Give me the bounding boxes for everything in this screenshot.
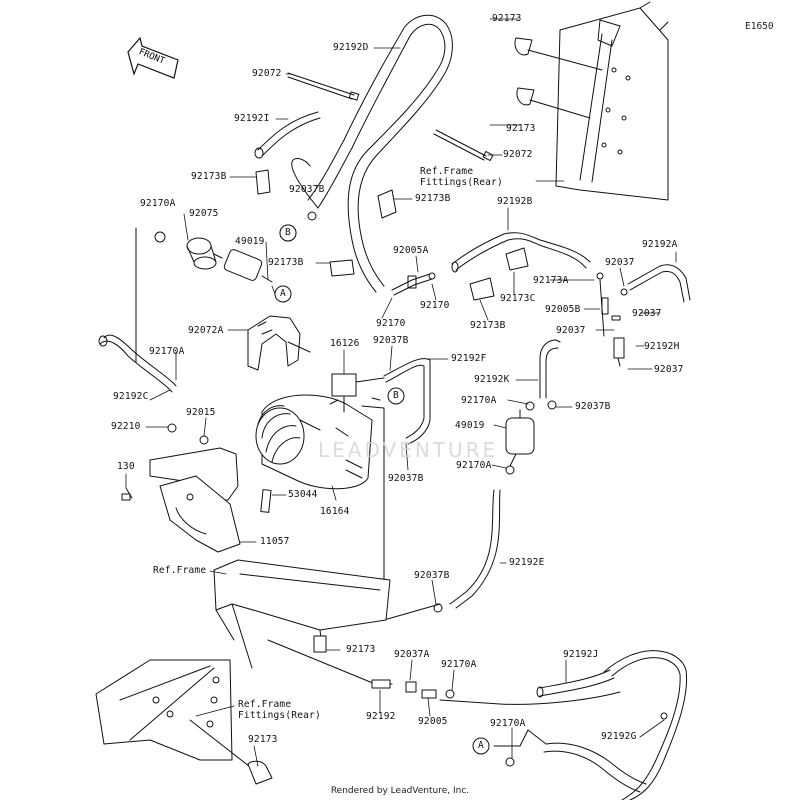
- part-label-92192c[interactable]: 92192C: [113, 391, 149, 402]
- diagram-code: E1650: [745, 21, 774, 32]
- part-label-92037b-e[interactable]: 92037B: [414, 570, 450, 581]
- part-label-92170-b[interactable]: 92170: [376, 318, 406, 329]
- part-label-92170a-c[interactable]: 92170A: [461, 395, 497, 406]
- part-label-92037b-a[interactable]: 92037B: [289, 184, 325, 195]
- part-label-92170a-e[interactable]: 92170A: [441, 659, 477, 670]
- part-label-92192a[interactable]: 92192A: [642, 239, 678, 250]
- part-label-92192i[interactable]: 92192I: [234, 113, 270, 124]
- part-label-92075[interactable]: 92075: [189, 208, 219, 219]
- part-label-92072-top[interactable]: 92072: [252, 68, 282, 79]
- part-label-92173c[interactable]: 92173C: [500, 293, 536, 304]
- footer-credit: Rendered by LeadVenture, Inc.: [330, 786, 470, 796]
- part-label-92192k[interactable]: 92192K: [474, 374, 510, 385]
- part-label-92173b-c[interactable]: 92173B: [268, 257, 304, 268]
- part-label-92170a-f[interactable]: 92170A: [490, 718, 526, 729]
- part-label-92173-top[interactable]: 92173: [492, 13, 522, 24]
- part-label-92173-low[interactable]: 92173: [346, 644, 376, 655]
- part-label-92173a[interactable]: 92173A: [533, 275, 569, 286]
- part-label-92037-d[interactable]: 92037: [654, 364, 684, 375]
- callout-b-left: B: [285, 227, 291, 238]
- front-arrow: FRONT: [126, 38, 180, 82]
- part-label-53044[interactable]: 53044: [288, 489, 318, 500]
- part-label-130[interactable]: 130: [117, 461, 135, 472]
- part-label-92192d[interactable]: 92192D: [333, 42, 369, 53]
- callout-a-bottom-circle: [472, 737, 490, 755]
- part-label-92037-c[interactable]: 92037: [556, 325, 586, 336]
- part-label-92173-bottom[interactable]: 92173: [248, 734, 278, 745]
- callout-a-bottom: A: [478, 740, 484, 751]
- part-label-92173b-a[interactable]: 92173B: [191, 171, 227, 182]
- part-label-92072-right[interactable]: 92072: [503, 149, 533, 160]
- front-label: FRONT: [137, 47, 166, 67]
- part-label-92173b-d[interactable]: 92173B: [470, 320, 506, 331]
- part-label-92210[interactable]: 92210: [111, 421, 141, 432]
- part-label-16164[interactable]: 16164: [320, 506, 350, 517]
- part-label-92170a-b[interactable]: 92170A: [149, 346, 185, 357]
- part-label-92015[interactable]: 92015: [186, 407, 216, 418]
- part-label-92005b[interactable]: 92005B: [545, 304, 581, 315]
- part-label-49019-a[interactable]: 49019: [235, 236, 265, 247]
- part-label-49019-b[interactable]: 49019: [455, 420, 485, 431]
- ref-frame-fittings-rear-bottom: Ref.Frame Fittings(Rear): [238, 699, 321, 721]
- part-label-92037-a[interactable]: 92037: [605, 257, 635, 268]
- part-label-92037b-d[interactable]: 92037B: [388, 473, 424, 484]
- part-label-92192h[interactable]: 92192H: [644, 341, 680, 352]
- part-label-92037b-b[interactable]: 92037B: [373, 335, 409, 346]
- part-label-92170a-d[interactable]: 92170A: [456, 460, 492, 471]
- part-label-92192j[interactable]: 92192J: [563, 649, 599, 660]
- callout-b-right-circle: [387, 387, 405, 405]
- part-label-92173-mid[interactable]: 92173: [506, 123, 536, 134]
- ref-frame-mid: Ref.Frame: [153, 565, 207, 576]
- part-label-92037-b[interactable]: 92037: [632, 308, 662, 319]
- watermark: LEADVENTURE: [318, 438, 499, 462]
- part-label-92170a-a[interactable]: 92170A: [140, 198, 176, 209]
- part-label-92192g[interactable]: 92192G: [601, 731, 637, 742]
- callout-a-top: A: [280, 288, 286, 299]
- part-label-92192[interactable]: 92192: [366, 711, 396, 722]
- part-label-92072a[interactable]: 92072A: [188, 325, 224, 336]
- part-label-92173b-b[interactable]: 92173B: [415, 193, 451, 204]
- part-label-92005[interactable]: 92005: [418, 716, 448, 727]
- part-label-92192f[interactable]: 92192F: [451, 353, 487, 364]
- part-label-92192e[interactable]: 92192E: [509, 557, 545, 568]
- callout-b-left-circle: [279, 224, 297, 242]
- part-label-92170-a[interactable]: 92170: [420, 300, 450, 311]
- part-label-16126[interactable]: 16126: [330, 338, 360, 349]
- ref-frame-fittings-rear-top: Ref.Frame Fittings(Rear): [420, 166, 503, 188]
- callout-b-right: B: [393, 390, 399, 401]
- part-label-11057[interactable]: 11057: [260, 536, 290, 547]
- part-label-92037a[interactable]: 92037A: [394, 649, 430, 660]
- part-label-92192b[interactable]: 92192B: [497, 196, 533, 207]
- part-label-92037b-c[interactable]: 92037B: [575, 401, 611, 412]
- part-label-92005a[interactable]: 92005A: [393, 245, 429, 256]
